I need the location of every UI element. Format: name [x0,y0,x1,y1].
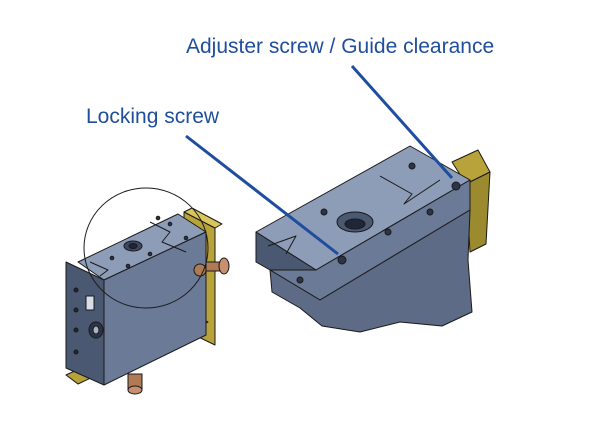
small-screw-dot [183,235,189,241]
small-side-screw-head [218,257,230,275]
small-screw-dot [167,221,173,227]
large-screw-hole [408,162,416,170]
small-top-hole-inner [128,243,138,249]
small-brass-plate-edge [183,207,223,229]
small-screw-dot [155,215,161,221]
locking-screw-callout: Locking screw [86,105,220,128]
large-guide-slot-edge [267,235,297,255]
small-front-bore-inner [92,325,100,335]
small-front-hole [73,287,79,293]
small-front-hole [73,307,79,313]
small-assembly [65,207,230,395]
small-bottom-screw-head [127,385,143,395]
small-body-right [103,231,207,386]
small-screw-dot [147,251,153,257]
small-top-slot [149,221,187,253]
large-screw-hole [320,208,328,216]
large-screw-hole [426,208,434,216]
large-screw-hole [296,276,304,284]
large-screw-hole [384,228,392,236]
large-guide-slot [379,175,441,205]
detail-circle [83,187,209,309]
large-body-lower [269,209,473,333]
small-front-hole [73,327,79,333]
small-screw-dot [125,263,131,269]
adjuster-leader-line [350,65,454,179]
large-counterbore-inner [344,218,366,230]
small-front-slot [85,295,95,311]
large-end-face [255,231,317,271]
locking-leader-line [185,134,339,256]
adjuster-screw-callout: Adjuster screw / Guide clearance [186,35,495,58]
large-screw-hole [337,255,347,265]
small-top-notch [89,261,109,277]
large-screw-hole [451,181,461,191]
large-assembly [255,145,491,333]
small-front-hole [73,349,79,355]
small-screw-dot [109,255,115,261]
